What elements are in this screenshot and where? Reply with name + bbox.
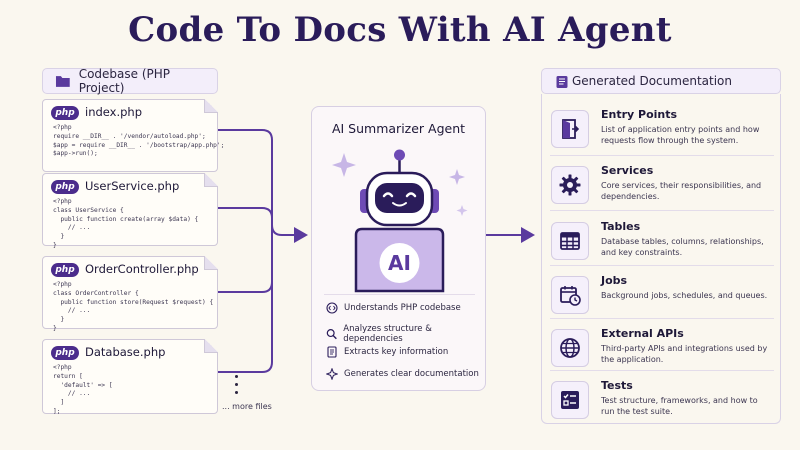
code-icon [326, 302, 338, 314]
page-fold [204, 256, 218, 270]
doc-item-tests[interactable]: Tests Test structure, frameworks, and ho… [548, 375, 776, 425]
docs-header: Generated Documentation [541, 68, 781, 94]
php-badge: php [51, 346, 79, 360]
file-card-database[interactable]: php Database.php <?php return [ 'default… [42, 339, 218, 415]
page-fold [204, 173, 218, 187]
file-card-ordercontroller[interactable]: php OrderController.php <?php class Orde… [42, 256, 218, 332]
code-snippet: <?php class OrderController { public fun… [53, 281, 214, 332]
agent-card: AI Summarizer Agent AI Understands PHP c… [311, 106, 486, 391]
doc-title: Entry Points [601, 108, 678, 121]
feature-item: Analyzes structure & dependencies [326, 324, 485, 344]
globe-icon [560, 338, 580, 358]
feature-label: Extracts key information [344, 347, 449, 357]
doc-icon-box [551, 222, 589, 260]
file-card-userservice[interactable]: php UserService.php <?php class UserServ… [42, 173, 218, 249]
wire-userservice [218, 207, 273, 235]
wire-ordercontroller [218, 235, 273, 293]
code-snippet: <?php require __DIR__ . '/vendor/autoloa… [53, 124, 225, 158]
folder-icon [55, 76, 70, 87]
code-snippet: <?php class UserService { public functio… [53, 198, 199, 249]
wire-database [218, 235, 273, 373]
doc-item-entry-points[interactable]: Entry Points List of application entry p… [548, 104, 776, 154]
book-icon [556, 76, 568, 88]
page-fold [204, 99, 218, 113]
feature-label: Generates clear documentation [344, 369, 479, 379]
feature-item: Generates clear documentation [326, 368, 479, 380]
feature-label: Understands PHP codebase [344, 303, 461, 313]
php-badge: php [51, 180, 79, 194]
php-badge: php [51, 263, 79, 277]
doc-icon-box [551, 110, 589, 148]
document-icon [327, 346, 337, 358]
doc-item-tables[interactable]: Tables Database tables, columns, relatio… [548, 216, 776, 266]
doc-item-services[interactable]: Services Core services, their responsibi… [548, 160, 776, 210]
divider [550, 370, 774, 371]
sparkle-icon [449, 169, 465, 185]
doc-icon-box [551, 329, 589, 367]
sparkle-icon [332, 153, 356, 177]
agent-title: AI Summarizer Agent [331, 121, 466, 136]
file-name: OrderController.php [85, 262, 199, 276]
feature-item: Extracts key information [326, 346, 448, 358]
divider [550, 265, 774, 266]
doc-description: Test structure, frameworks, and how to r… [601, 396, 758, 416]
doc-title: Jobs [601, 274, 628, 287]
php-badge: php [51, 106, 79, 120]
page-title: Code To Docs With AI Agent [128, 10, 672, 50]
code-snippet: <?php return [ 'default' => [ // ... ] ]… [53, 364, 113, 415]
doc-icon-box [551, 166, 589, 204]
doc-description: Core services, their responsibilities, a… [601, 181, 762, 201]
doc-description: Database tables, columns, relationships,… [601, 237, 764, 257]
page-fold [204, 339, 218, 353]
doc-item-external-apis[interactable]: External APIs Third-party APIs and integ… [548, 323, 776, 373]
doc-title: Tables [601, 220, 641, 233]
doc-description: Background jobs, schedules, and queues. [601, 291, 768, 300]
file-name: UserService.php [85, 179, 180, 193]
doc-description: Third-party APIs and integrations used b… [601, 344, 768, 364]
gear-icon [559, 174, 581, 196]
doc-title: Services [601, 164, 654, 177]
doc-icon-box [551, 381, 589, 419]
divider [550, 318, 774, 319]
doc-title: External APIs [601, 327, 684, 340]
feature-item: Understands PHP codebase [326, 302, 461, 314]
feature-label: Analyzes structure & dependencies [343, 324, 432, 344]
doc-description: List of application entry points and how… [601, 125, 760, 145]
file-name: Database.php [85, 345, 166, 359]
doc-title: Tests [601, 379, 633, 392]
more-files-label: ... more files [222, 402, 272, 411]
checklist-icon [561, 391, 579, 409]
sparkle-icon [456, 205, 468, 216]
calendar-clock-icon [560, 286, 581, 306]
table-icon [560, 232, 580, 250]
doc-icon-box [551, 276, 589, 314]
docs-header-label: Generated Documentation [572, 74, 732, 88]
robot-icon: AI [332, 149, 468, 293]
ai-label: AI [388, 251, 411, 275]
codebase-header: Codebase (PHP Project) [42, 67, 218, 95]
doc-item-jobs[interactable]: Jobs Background jobs, schedules, and que… [548, 270, 776, 320]
wire-index [218, 129, 300, 236]
more-dots-icon [235, 375, 239, 399]
divider [550, 155, 774, 156]
file-name: index.php [85, 105, 143, 119]
magnifier-icon [326, 329, 337, 340]
codebase-header-label: Codebase (PHP Project) [78, 67, 171, 95]
divider [324, 294, 475, 295]
door-icon [562, 119, 580, 139]
divider [550, 210, 774, 211]
file-card-index[interactable]: php index.php <?php require __DIR__ . '/… [42, 99, 224, 172]
sparkle-icon [326, 368, 338, 380]
